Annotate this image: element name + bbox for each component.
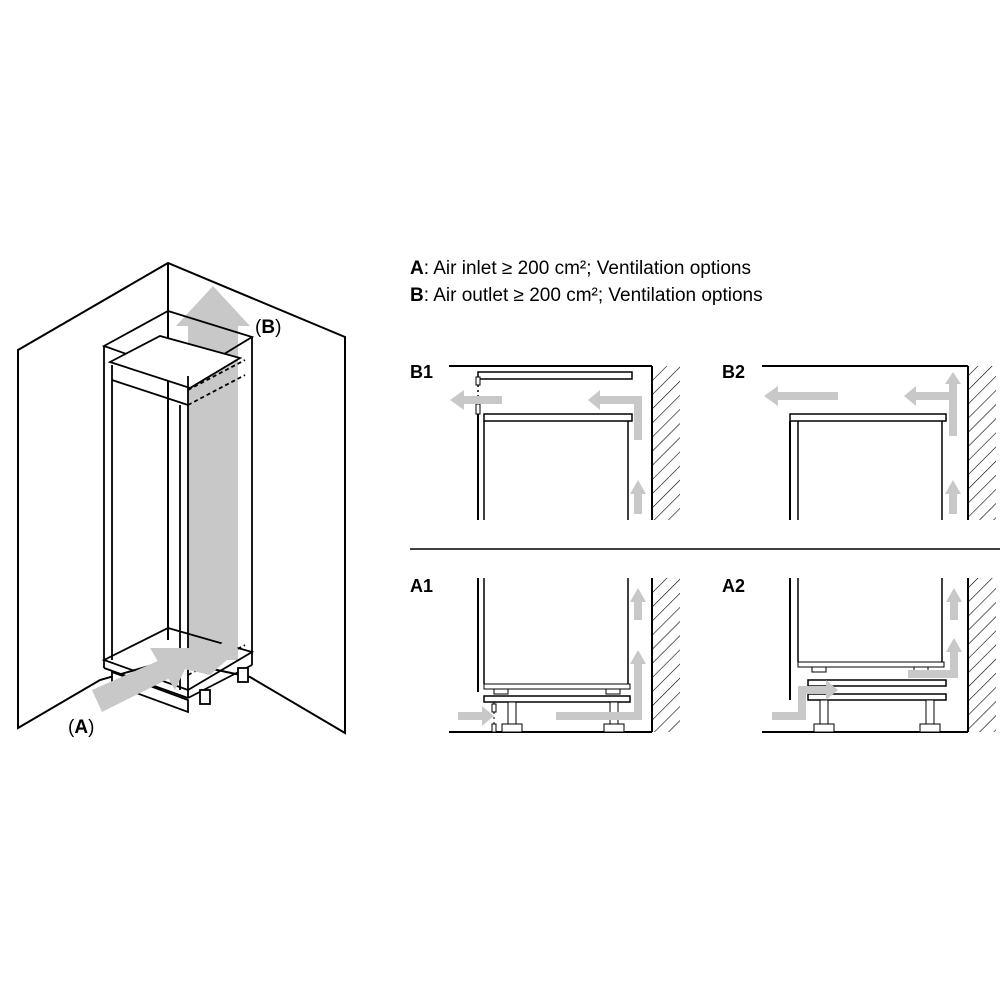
cabinet-unit: [101, 310, 255, 714]
panel-a2: A2: [722, 576, 996, 733]
inlet-air-arrow: [92, 630, 238, 712]
airflow-arrows: [764, 372, 961, 514]
panel-b1-label: B1: [410, 362, 433, 382]
panel-a1-label: A1: [410, 576, 433, 596]
wall-hatch: [652, 366, 680, 520]
wall-hatch: [968, 366, 996, 520]
wall-hatch: [968, 578, 996, 732]
panel-a1: A1: [410, 576, 680, 733]
inlet-label: (A): [68, 717, 94, 738]
panel-b2: B2: [722, 362, 996, 520]
airflow-arrows: [450, 390, 646, 514]
panel-b2-label: B2: [722, 362, 745, 382]
panel-a2-label: A2: [722, 576, 745, 596]
legend: A: Air inlet ≥ 200 cm²; Ventilation opti…: [410, 258, 763, 306]
outlet-label: (B): [255, 317, 281, 338]
airflow-arrows: [458, 588, 646, 726]
legend-inlet: A: Air inlet ≥ 200 cm²; Ventilation opti…: [410, 258, 751, 279]
airflow-arrows: [772, 588, 962, 720]
legend-outlet: B: Air outlet ≥ 200 cm²; Ventilation opt…: [410, 285, 763, 306]
wall-hatch: [652, 578, 680, 732]
room-corner-walls: [17, 261, 346, 735]
panel-b1: B1: [410, 362, 680, 520]
cabinet-3d-illustration: (B) (A): [17, 261, 346, 738]
